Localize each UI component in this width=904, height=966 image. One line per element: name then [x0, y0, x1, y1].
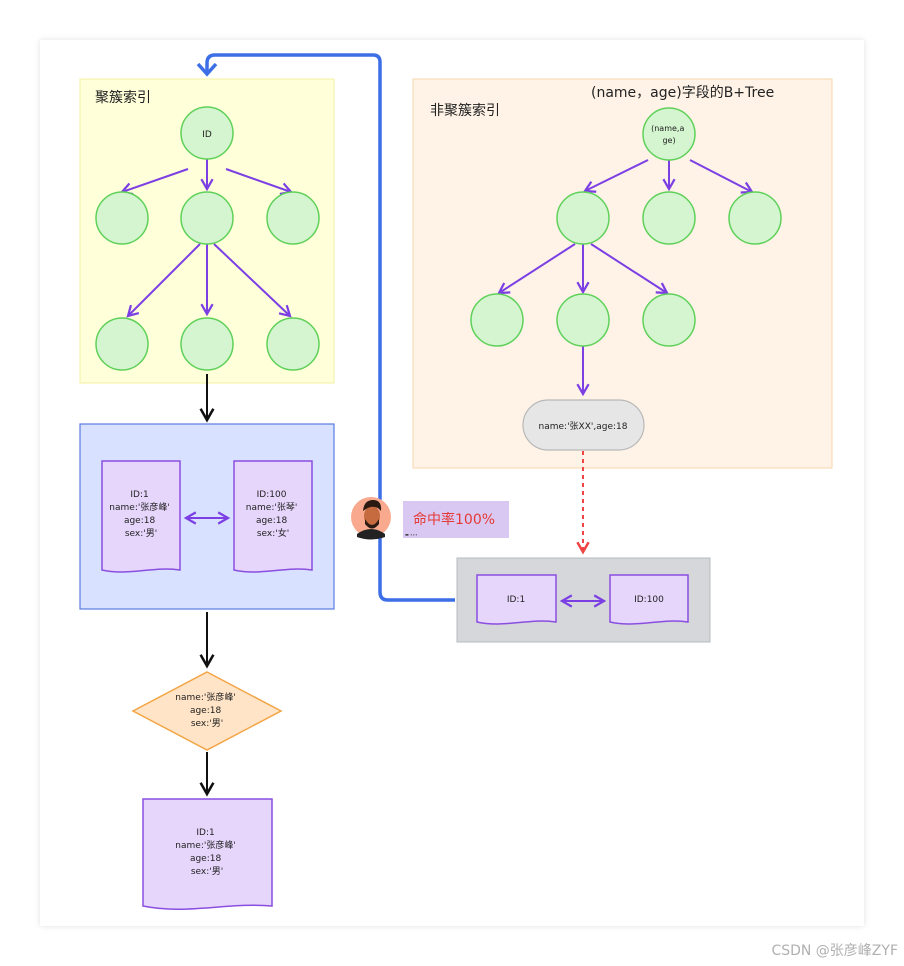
back-to-table-arrowhead	[196, 62, 218, 77]
hit-rate-tiny-text: ▬ ∙∙∙	[405, 532, 418, 537]
nonclustered-tree-nodes	[470, 107, 782, 347]
avatar	[351, 497, 391, 540]
nonclustered-index-subtitle: (name，age)字段的B+Tree	[591, 85, 774, 101]
id-page-100	[609, 574, 689, 625]
tree-edge	[590, 243, 669, 295]
tree-leaf-node	[470, 293, 524, 347]
tree-edge	[689, 159, 755, 194]
tree-leaf-node	[642, 293, 696, 347]
tree-node	[556, 191, 610, 245]
tree-leaf-node	[556, 293, 610, 347]
tree-leaf-node	[95, 317, 149, 371]
nonclustered-index-title: 非聚簇索引	[430, 102, 500, 119]
tree-node	[642, 191, 696, 245]
tree-edge	[582, 159, 649, 193]
tree-root-label: (name,a ge)	[651, 124, 687, 145]
leaf-entry-text: name:'张XX',age:18	[539, 421, 628, 432]
avatar-face	[364, 506, 380, 526]
id-page-100-text: ID:100	[634, 595, 664, 605]
data-page-id1	[101, 460, 181, 573]
tree-leaf-node	[266, 317, 320, 371]
tree-root-label: ID	[202, 130, 212, 140]
condition-text: name:'张彦峰' age:18 sex:'男'	[175, 691, 238, 729]
data-page-id1-text: ID:1 name:'张彦峰' age:18 sex:'男'	[109, 490, 172, 539]
tree-edge	[225, 168, 294, 196]
hit-rate-badge	[403, 501, 509, 538]
data-page-id100-text: ID:100 name:'张琴' age:18 sex:'女'	[246, 490, 300, 539]
data-page-id100	[233, 460, 313, 573]
back-to-table-arrow	[205, 53, 455, 602]
tree-edge	[213, 243, 292, 318]
tree-root-node	[642, 107, 696, 161]
clustered-tree-edges	[119, 158, 294, 318]
avatar-hair	[363, 500, 382, 511]
result-record	[142, 798, 273, 910]
clustered-tree-nodes	[95, 106, 320, 371]
tree-leaf-node	[180, 317, 234, 371]
tree-edge	[497, 243, 576, 295]
id-page-1	[476, 574, 557, 625]
tree-node	[728, 191, 782, 245]
tree-node	[266, 191, 320, 245]
watermark: CSDN @张彦峰ZYF	[771, 943, 898, 959]
result-record-text: ID:1 name:'张彦峰' age:18 sex:'男'	[175, 828, 238, 877]
nonclustered-tree-edges	[497, 159, 755, 397]
clustered-index-title: 聚簇索引	[95, 89, 151, 106]
tree-node	[95, 191, 149, 245]
avatar-beard	[365, 519, 379, 529]
condition-diamond	[131, 671, 283, 751]
tree-node	[180, 191, 234, 245]
id-page-1-text: ID:1	[507, 595, 525, 605]
leaf-entry	[522, 399, 645, 451]
avatar-shirt	[357, 529, 385, 540]
tree-root-node	[180, 106, 234, 160]
tree-edge	[126, 243, 201, 318]
tree-edge	[119, 168, 189, 196]
hit-rate-label: 命中率100%	[413, 511, 495, 528]
